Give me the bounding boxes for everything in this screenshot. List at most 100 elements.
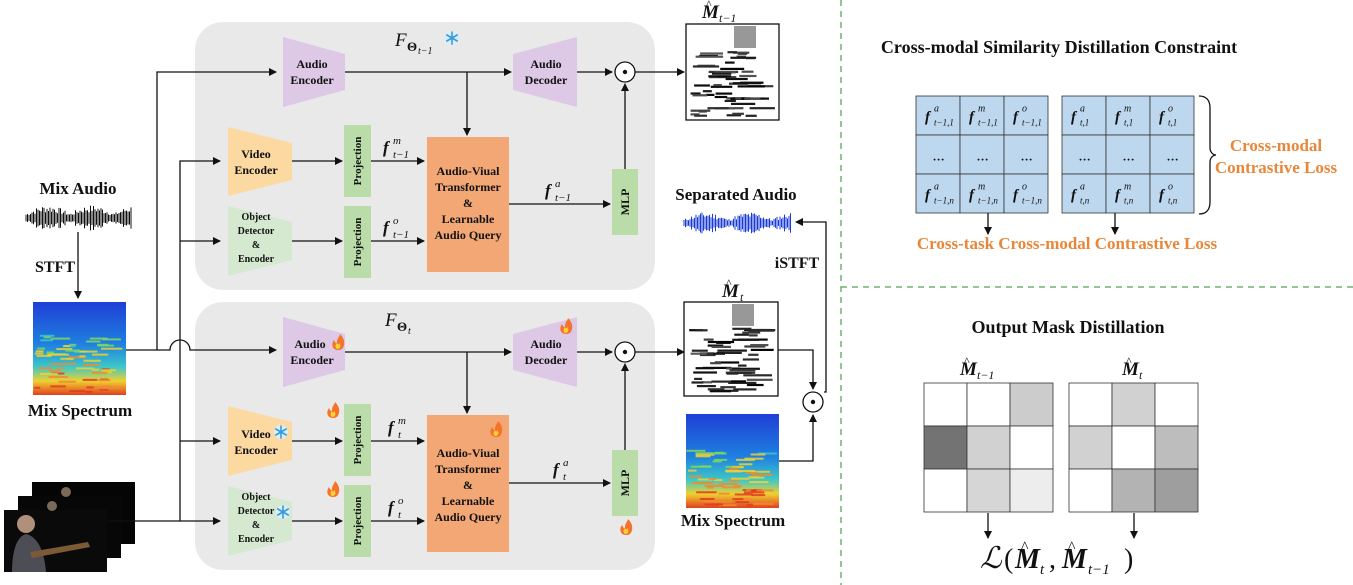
prev-mask-label: M ^ t−1 (959, 354, 994, 382)
svg-text:a: a (934, 104, 939, 115)
matrix-cell: … (977, 150, 989, 164)
matrix-cell: f (1159, 188, 1166, 204)
top-audio-encoder (283, 37, 345, 107)
svg-text:Audio: Audio (530, 57, 561, 71)
svg-text:t: t (1139, 368, 1143, 382)
matrix-cell: … (1021, 150, 1033, 164)
svg-text:Projection: Projection (352, 137, 364, 186)
svg-text:t−1,1: t−1,1 (934, 118, 954, 128)
mask-cell (923, 425, 968, 470)
svg-text:Video: Video (241, 147, 271, 161)
cross-task-loss-label: Cross-task Cross-modal Contrastive Loss (917, 234, 1218, 253)
separated-audio-label: Separated Audio (675, 185, 796, 204)
svg-text:t−1: t−1 (977, 368, 994, 382)
svg-text:Encoder: Encoder (234, 163, 278, 177)
svg-text:Transformer: Transformer (435, 462, 501, 476)
svg-text:o: o (1022, 104, 1027, 115)
svg-text:Encoder: Encoder (290, 73, 334, 87)
video-frames (4, 482, 135, 572)
svg-text:Projection: Projection (352, 218, 364, 267)
svg-text:Object: Object (242, 492, 272, 503)
mask-cell (1009, 425, 1054, 470)
svg-text:m: m (398, 415, 406, 427)
middle-mix-spectrum-image (686, 414, 779, 508)
svg-text:F: F (384, 310, 397, 331)
svg-text:o: o (1168, 182, 1173, 193)
svg-text:o: o (398, 495, 404, 507)
svg-text:Object: Object (242, 212, 272, 223)
istft-arrow (795, 218, 827, 393)
mask-cell (966, 382, 1011, 427)
bottom-object-detector (228, 486, 292, 556)
svg-text:Detector: Detector (238, 226, 275, 237)
mix-spectrum-image (33, 302, 126, 395)
svg-text:M: M (1061, 544, 1088, 575)
mask-cell (1068, 468, 1113, 513)
svg-text:Transformer: Transformer (435, 180, 501, 194)
svg-text:^: ^ (1126, 354, 1132, 368)
svg-text:t−1: t−1 (1088, 562, 1110, 578)
svg-text:t,1: t,1 (1080, 118, 1089, 128)
svg-text:Encoder: Encoder (290, 353, 334, 367)
mask-cell (1154, 425, 1199, 470)
svg-text:M: M (721, 281, 740, 302)
svg-text:a: a (1080, 104, 1085, 115)
matrix-cell: f (925, 188, 932, 204)
top-object-detector (228, 206, 292, 276)
matrix-cell: f (925, 110, 932, 126)
mask-cell (966, 425, 1011, 470)
mask-cell (1068, 425, 1113, 470)
svg-text:Learnable: Learnable (442, 494, 495, 508)
separated-audio-waveform (683, 212, 791, 234)
svg-text:Projection: Projection (352, 416, 364, 465)
svg-text:t,1: t,1 (1168, 118, 1177, 128)
top-model-title: F Θ t−1 (394, 30, 460, 57)
bottom-mlp (612, 450, 638, 516)
matrix-cell: … (933, 150, 945, 164)
svg-text:t: t (398, 429, 402, 441)
matrix-cell: f (1159, 110, 1166, 126)
svg-text:f: f (383, 218, 391, 237)
svg-text:t−1: t−1 (555, 192, 571, 204)
mask-to-output-dot (778, 349, 817, 390)
svg-text:&: & (252, 520, 260, 531)
svg-text:M: M (1121, 359, 1140, 380)
mask-cell (1009, 468, 1054, 513)
svg-text:,: , (1049, 544, 1056, 575)
svg-text:Audio: Audio (530, 337, 561, 351)
svg-text:t: t (408, 326, 411, 337)
mask-cell (923, 382, 968, 427)
svg-text:f: f (383, 138, 391, 157)
svg-text:t−1: t−1 (719, 11, 736, 25)
svg-text:Audio Query: Audio Query (434, 228, 501, 242)
bottom-feature-object: f o t (388, 495, 404, 521)
bottom-projection-object (344, 485, 371, 557)
spectrum-to-top-encoder (126, 68, 277, 351)
svg-text:Audio-Viual: Audio-Viual (437, 164, 501, 178)
svg-text:M: M (701, 2, 720, 23)
bottom-mask-label: M ^ t (721, 276, 744, 304)
bottom-audio-decoder (513, 317, 577, 387)
svg-text:Learnable: Learnable (442, 212, 495, 226)
svg-text:&: & (463, 478, 473, 492)
mask-cell (1154, 382, 1199, 427)
svg-text:MLP: MLP (618, 470, 632, 497)
bottom-video-encoder (228, 406, 292, 476)
svg-text:Audio: Audio (296, 57, 327, 71)
bottom-av-transformer (427, 415, 509, 552)
bottom-feature-motion: f m t (388, 415, 406, 441)
matrix-cell: … (1079, 150, 1091, 164)
svg-text:t,n: t,n (1080, 196, 1090, 206)
svg-text:Encoder: Encoder (234, 443, 278, 457)
svg-text:Projection: Projection (352, 497, 364, 546)
svg-text:o: o (1168, 104, 1173, 115)
svg-text:t−1,n: t−1,n (1022, 196, 1042, 206)
svg-text:^: ^ (964, 354, 970, 368)
top-audio-decoder (513, 37, 577, 107)
snowflake-icon (444, 30, 460, 46)
svg-text:^: ^ (1021, 539, 1029, 556)
top-projection-object (344, 206, 371, 278)
svg-text:Audio-Viual: Audio-Viual (437, 446, 501, 460)
svg-text:Detector: Detector (238, 506, 275, 517)
